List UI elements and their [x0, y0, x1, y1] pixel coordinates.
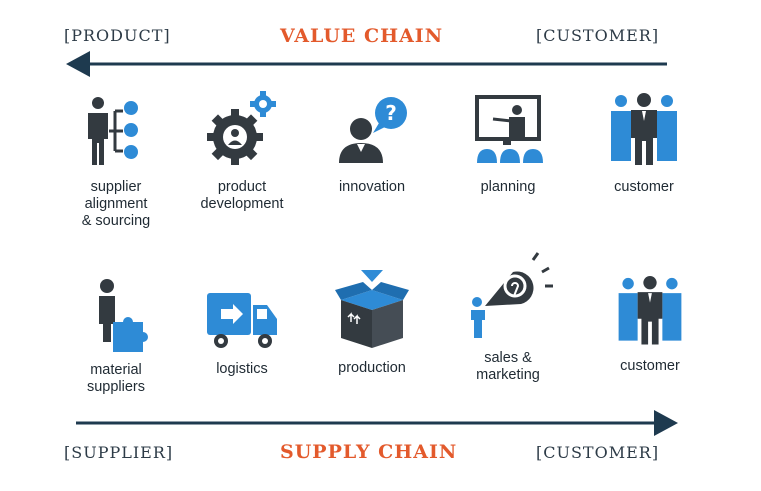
- value-chain-title: VALUE CHAIN: [280, 25, 444, 47]
- supply-chain-item-logistics: logistics: [177, 285, 307, 378]
- value-chain-item-label: customer: [614, 179, 674, 195]
- open-box-icon: [335, 270, 409, 348]
- supply-chain-item-customer: customer: [585, 276, 715, 375]
- supply-chain-title: SUPPLY CHAIN: [280, 441, 458, 463]
- value-chain-item-label: supplier alignment & sourcing: [81, 179, 151, 229]
- supply-chain-item-label: production: [338, 360, 406, 376]
- value-chain-end-label: [CUSTOMER]: [536, 26, 660, 45]
- presentation-board-icon: [475, 95, 543, 163]
- supply-chain-item-label: logistics: [216, 361, 268, 377]
- value-chain-item-label: innovation: [338, 179, 406, 195]
- supply-chain-item-label: material suppliers: [86, 362, 146, 395]
- supply-chain-item-label: sales & marketing: [476, 350, 540, 383]
- value-chain-item-label: planning: [480, 179, 536, 195]
- value-chain-item-label: product development: [200, 179, 284, 212]
- person-puzzle-icon: [99, 279, 148, 352]
- value-chain-item-customer: customer: [579, 93, 709, 196]
- supply-chain-item-material-suppliers: material suppliers: [51, 278, 181, 396]
- supply-chain-end-label: [CUSTOMER]: [536, 443, 660, 462]
- person-question-bubble-icon: ?: [339, 97, 407, 163]
- value-chain-arrow: [66, 51, 667, 77]
- gears-person-icon: [207, 91, 276, 165]
- value-chain-item-supplier-alignment: supplier alignment & sourcing: [51, 93, 181, 230]
- supply-chain-item-label: customer: [620, 358, 680, 374]
- supply-chain-item-sales-marketing: sales & marketing: [443, 250, 573, 384]
- svg-text:?: ?: [385, 101, 397, 125]
- value-chain-item-innovation: ? innovation: [307, 93, 437, 196]
- supply-chain-item-production: production: [307, 270, 437, 377]
- supply-chain-arrow: [76, 410, 678, 436]
- value-chain-start-label: [PRODUCT]: [64, 26, 171, 45]
- supply-chain-start-label: [SUPPLIER]: [64, 443, 174, 462]
- value-chain-item-planning: planning: [443, 93, 573, 196]
- customer-group-icon: [611, 93, 677, 165]
- value-chain-item-product-development: product development: [177, 87, 307, 213]
- delivery-truck-icon: [207, 293, 277, 348]
- customer-group-icon: [618, 276, 682, 345]
- megaphone-person-icon: [471, 252, 553, 338]
- org-chart-person-icon: [88, 97, 138, 165]
